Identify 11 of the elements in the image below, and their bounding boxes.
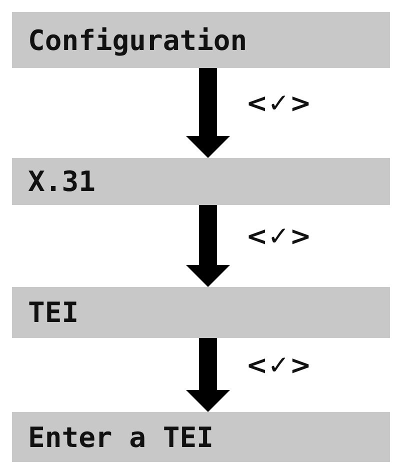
menu-bar — [12, 12, 390, 68]
menu-bar — [12, 158, 390, 205]
menu-bar — [12, 412, 390, 462]
down-arrow — [186, 338, 230, 412]
menu-title: Enter a TEI — [28, 420, 214, 454]
menu-bar — [12, 287, 390, 338]
down-arrow — [186, 68, 230, 158]
menu-title: TEI — [28, 296, 79, 329]
menu-title: Configuration — [28, 24, 248, 56]
menu-title: X.31 — [28, 165, 96, 198]
down-arrow — [186, 205, 230, 287]
